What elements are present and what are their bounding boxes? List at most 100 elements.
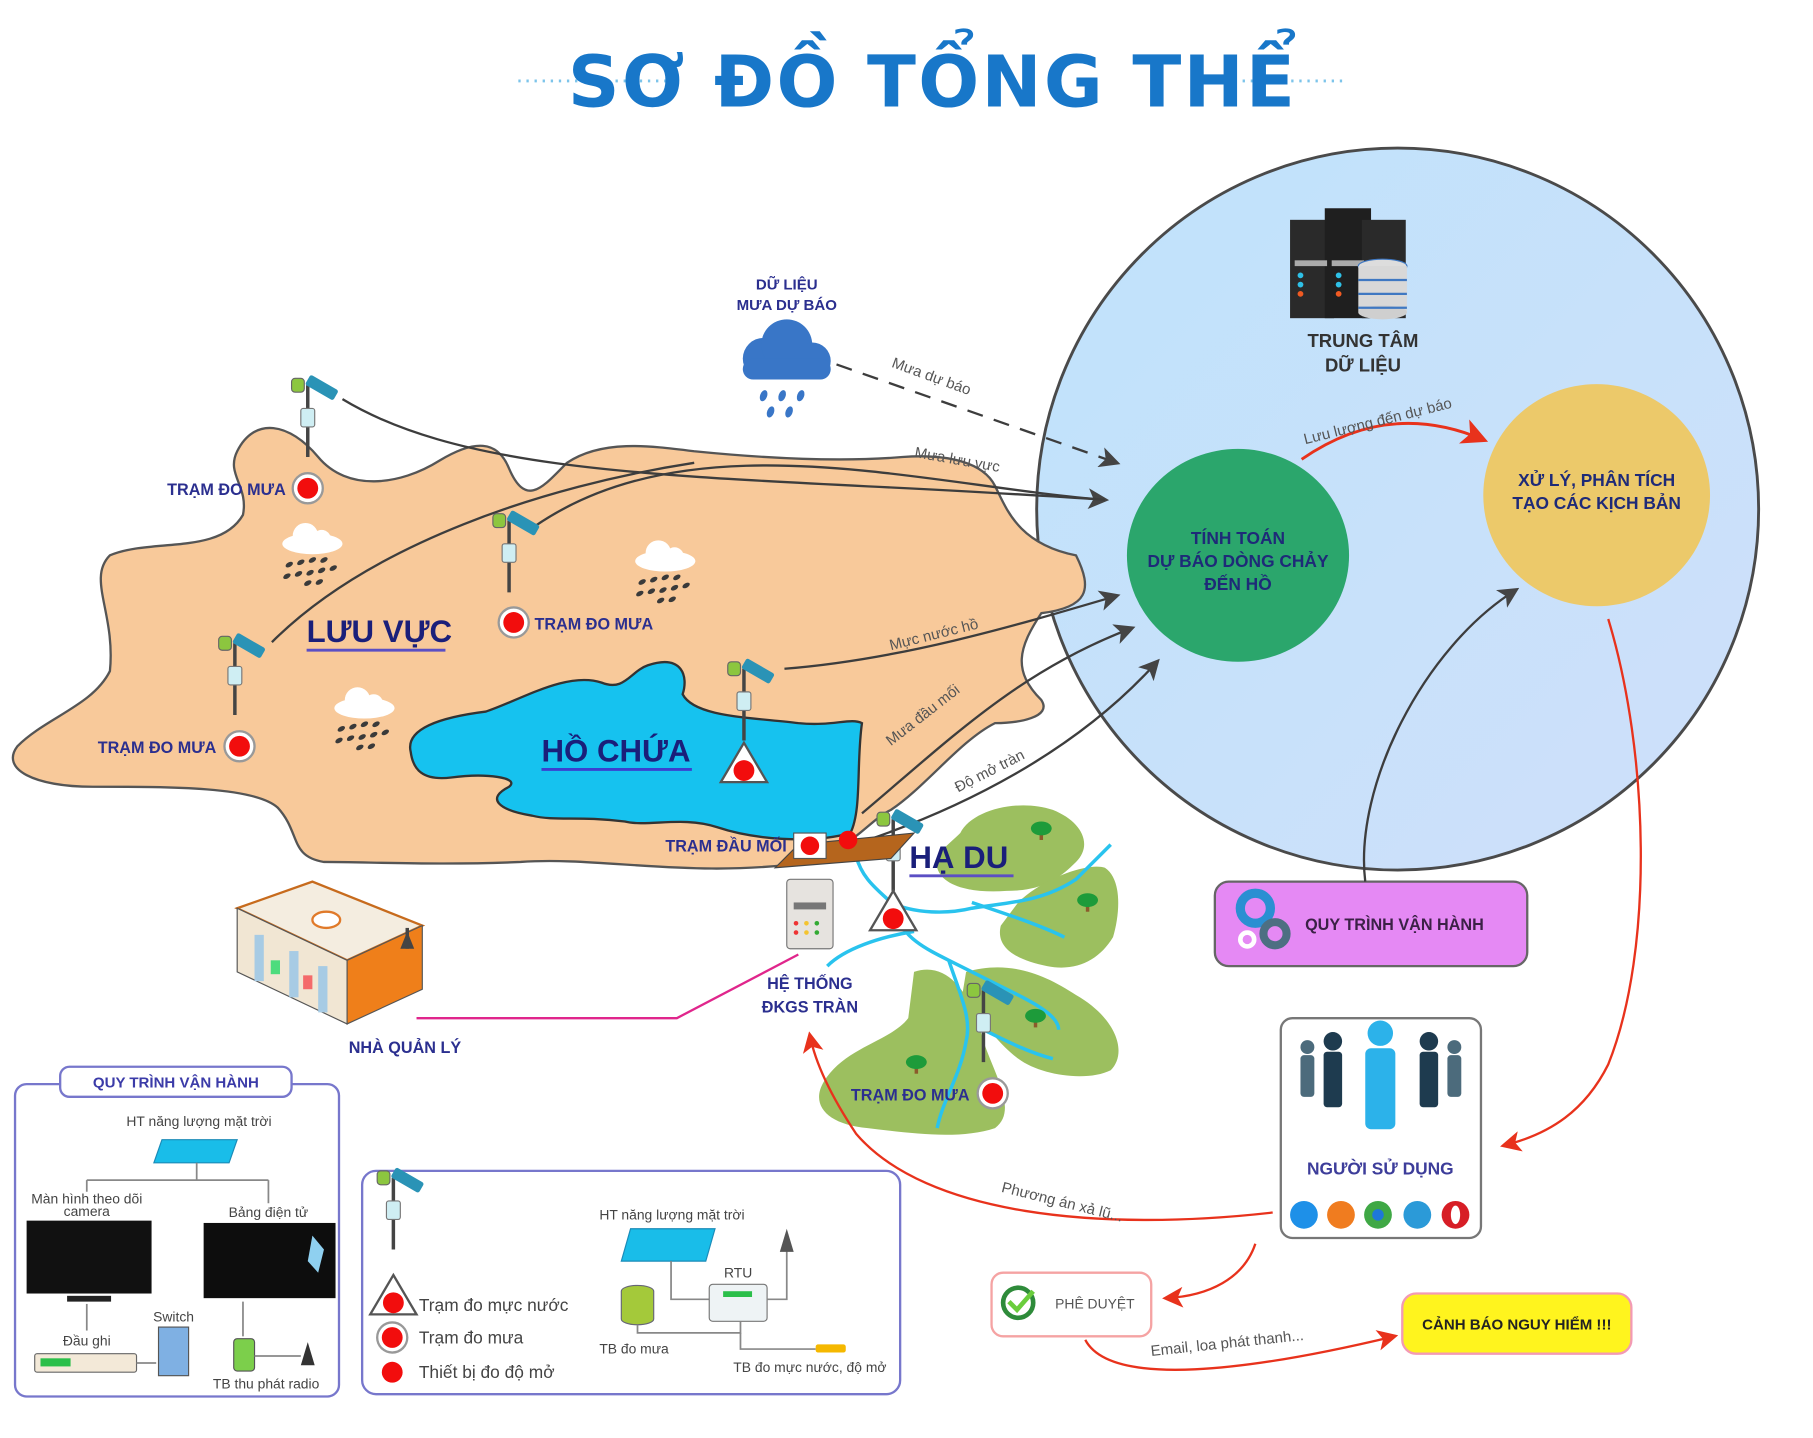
legend-water-level-label: Trạm đo mực nước bbox=[419, 1295, 569, 1315]
spillway-system-label-1: HỆ THỐNG bbox=[767, 973, 852, 993]
notification-arrow bbox=[1084, 1330, 1399, 1371]
legend-opening-device-label: Thiết bị đo độ mở bbox=[419, 1362, 555, 1382]
antenna-icon bbox=[779, 1228, 794, 1252]
management-house-icon[interactable] bbox=[234, 880, 426, 1025]
data-center-boundary bbox=[1035, 146, 1761, 872]
check-icon bbox=[1000, 1285, 1036, 1321]
svg-text:HẠ DU: HẠ DU bbox=[909, 840, 1008, 875]
legend-left-led-board-label: Bảng điện tử bbox=[229, 1204, 309, 1220]
server-icon bbox=[1290, 208, 1408, 320]
data-center-label-2: DỮ LIỆU bbox=[1325, 354, 1401, 375]
legend-right-solar-label: HT năng lượng mặt trời bbox=[599, 1206, 744, 1222]
legend-equipment: Trạm đo mực nước Trạm đo mưa Thiết bị đo… bbox=[360, 1165, 902, 1396]
headworks-station-label: TRẠM ĐẦU MỐI bbox=[665, 836, 786, 856]
users-group-icon bbox=[1300, 1020, 1462, 1130]
legend-rtu-label: RTU bbox=[724, 1264, 752, 1280]
camera-monitor-icon bbox=[26, 1220, 152, 1294]
browser-icons bbox=[1290, 1200, 1470, 1229]
notification-label: Email, loa phát thanh... bbox=[1150, 1327, 1305, 1360]
spillway-system-label-2: ĐKGS TRÀN bbox=[762, 997, 858, 1016]
operation-process-box[interactable]: QUY TRÌNH VẬN HÀNH bbox=[1213, 880, 1529, 968]
legend-rain-gauge-label: TB đo mưa bbox=[599, 1341, 669, 1357]
spillway-control-cabinet-icon[interactable] bbox=[786, 878, 834, 950]
forecast-rain-label: Mưa dự báo bbox=[890, 355, 974, 399]
switch-icon bbox=[157, 1326, 190, 1377]
legend-left-monitor-label-1: Màn hình theo dõi bbox=[31, 1190, 142, 1206]
discharge-plan-arrow bbox=[802, 1031, 1273, 1222]
legend-left-solar-label: HT năng lượng mặt trời bbox=[126, 1113, 271, 1129]
operation-process-label: QUY TRÌNH VẬN HÀNH bbox=[1305, 915, 1484, 934]
legend-level-opening-label: TB đo mực nước, độ mở bbox=[733, 1359, 886, 1375]
level-sensor-icon bbox=[815, 1344, 846, 1353]
approval-label: PHÊ DUYỆT bbox=[1055, 1296, 1135, 1312]
forecast-rain-label-2: MƯA DỰ BÁO bbox=[737, 297, 838, 314]
legend-left-switch-label: Switch bbox=[153, 1308, 194, 1324]
headworks-rain-arrow bbox=[861, 624, 1136, 815]
rain-station-2[interactable]: TRẠM ĐO MƯA bbox=[491, 508, 654, 639]
internet-explorer-icon bbox=[1403, 1200, 1432, 1229]
rain-station-label: TRẠM ĐO MƯA bbox=[167, 481, 286, 499]
forecast-rain-label-1: DỮ LIỆU bbox=[756, 275, 818, 293]
reservoir-region bbox=[408, 661, 864, 841]
rain-station-1[interactable]: TRẠM ĐO MƯA bbox=[167, 372, 341, 505]
reservoir-level-arrow bbox=[784, 590, 1121, 670]
basin-rain-arrow-3 bbox=[533, 464, 1106, 528]
region-label-downstream: HẠ DU bbox=[909, 840, 1014, 878]
opening-device-icon bbox=[381, 1361, 403, 1383]
compute-node-line3: ĐẾN HỒ bbox=[1204, 574, 1271, 594]
firefox-icon bbox=[1327, 1200, 1355, 1229]
legend-left-title: QUY TRÌNH VẬN HÀNH bbox=[93, 1074, 259, 1092]
management-house-label: NHÀ QUẢN LÝ bbox=[349, 1038, 462, 1057]
management-link-line bbox=[416, 953, 799, 1020]
legend-left-monitor-label-2: camera bbox=[64, 1203, 111, 1219]
legend-rain-station-label: Trạm đo mưa bbox=[419, 1327, 524, 1347]
analysis-node-line1: XỬ LÝ, PHÂN TÍCH bbox=[1518, 470, 1675, 490]
svg-text:LƯU VỰC: LƯU VỰC bbox=[307, 614, 452, 649]
basin-rain-arrow-2 bbox=[271, 461, 695, 643]
legend-left-radio-label: TB thu phát radio bbox=[213, 1375, 320, 1391]
danger-warning-label: CẢNH BÁO NGUY HIỂM !!! bbox=[1422, 1315, 1611, 1333]
process-to-analysis-arrow bbox=[1362, 587, 1520, 882]
title-banner: SƠ ĐỒ TỔNG THỂ bbox=[518, 28, 1348, 123]
forecast-rain-cloud-icon bbox=[742, 319, 831, 418]
rain-gauge-icon bbox=[620, 1284, 655, 1326]
rain-station-label: TRẠM ĐO MƯA bbox=[851, 1086, 970, 1104]
antenna-icon bbox=[300, 1342, 315, 1366]
approval-box[interactable]: PHÊ DUYỆT bbox=[990, 1271, 1153, 1338]
forecast-inflow-arrow bbox=[1300, 419, 1489, 461]
rain-station-label: TRẠM ĐO MƯA bbox=[98, 739, 217, 757]
forecast-rain-arrow bbox=[836, 363, 1121, 468]
headworks-station[interactable]: TRẠM ĐẦU MỐI bbox=[665, 830, 916, 869]
legend-left-recorder-label: Đầu ghi bbox=[63, 1333, 111, 1349]
users-box[interactable]: NGƯỜI SỬ DỤNG bbox=[1279, 1017, 1483, 1240]
rain-station-label: TRẠM ĐO MƯA bbox=[535, 615, 654, 633]
svg-text:HỒ CHỨA: HỒ CHỨA bbox=[541, 732, 690, 768]
users-label: NGƯỜI SỬ DỤNG bbox=[1307, 1158, 1454, 1178]
region-label-reservoir: HỒ CHỨA bbox=[541, 732, 692, 771]
legend-operation-process: QUY TRÌNH VẬN HÀNH HT năng lượng mặt trờ… bbox=[13, 1065, 341, 1398]
rain-station-3[interactable]: TRẠM ĐO MƯA bbox=[98, 630, 268, 763]
analysis-node-line2: TẠO CÁC KỊCH BẢN bbox=[1512, 493, 1681, 513]
analysis-to-users-arrow bbox=[1500, 618, 1642, 1152]
radio-transceiver-icon bbox=[233, 1338, 256, 1372]
region-label-basin: LƯU VỰC bbox=[307, 614, 452, 652]
page-title: SƠ ĐỒ TỔNG THỂ bbox=[568, 28, 1297, 123]
discharge-plan-label: Phương án xả lũ... bbox=[1000, 1179, 1125, 1226]
river-lines bbox=[826, 843, 1112, 1129]
gear-icon bbox=[1235, 888, 1291, 950]
safari-icon bbox=[1290, 1200, 1318, 1229]
analysis-scenario-node[interactable]: XỬ LÝ, PHÂN TÍCH TẠO CÁC KỊCH BẢN bbox=[1483, 384, 1711, 607]
rtu-icon bbox=[708, 1283, 768, 1322]
users-to-approval-arrow bbox=[1162, 1243, 1257, 1308]
rain-station-icon bbox=[376, 1321, 409, 1354]
danger-warning-box[interactable]: CẢNH BÁO NGUY HIỂM !!! bbox=[1401, 1292, 1633, 1355]
rain-station-4[interactable]: TRẠM ĐO MƯA bbox=[851, 977, 1017, 1110]
solar-panel-icon bbox=[153, 1139, 239, 1164]
solar-panel-icon bbox=[620, 1228, 716, 1262]
data-center-label-1: TRUNG TÂM bbox=[1307, 330, 1418, 351]
compute-forecast-node[interactable]: TÍNH TOÁN DỰ BÁO DÒNG CHẢY ĐẾN HỒ bbox=[1126, 448, 1350, 662]
spillway-opening-arrow bbox=[853, 658, 1160, 846]
compute-node-line1: TÍNH TOÁN bbox=[1191, 528, 1285, 548]
compute-node-line2: DỰ BÁO DÒNG CHẢY bbox=[1147, 551, 1329, 571]
